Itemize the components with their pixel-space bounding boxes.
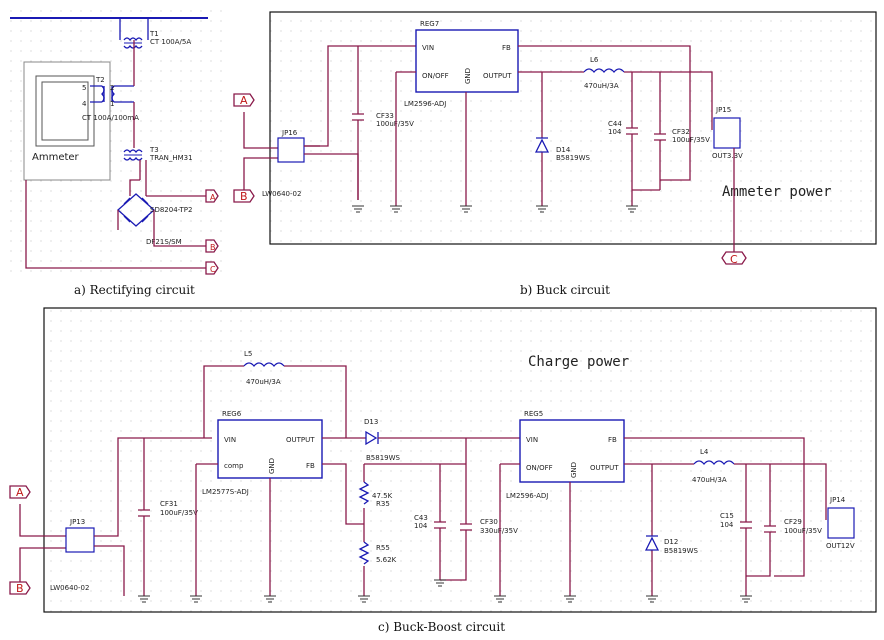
jp16-label: JP16 [281, 129, 298, 137]
l5-label: L5 [244, 350, 252, 358]
ammeter-label: Ammeter [32, 152, 80, 163]
d12-label: D12 [664, 538, 678, 546]
c44-label: C44 [608, 120, 622, 128]
jp14-connector [827, 507, 855, 539]
reg6-output-pin: OUTPUT [286, 436, 315, 444]
panel-a-port-a: A [210, 193, 216, 202]
cf32-value: 100uF/35V [672, 136, 710, 144]
reg5-gnd-pin: GND [570, 462, 578, 478]
c15-value: 104 [720, 521, 734, 529]
r55-value: 5.62K [376, 556, 397, 564]
caption-c: c) Buck-Boost circuit [378, 620, 505, 634]
t1-label: T1 [149, 30, 159, 38]
r35-value: 47.5K [372, 492, 393, 500]
d12-value: B5819WS [664, 547, 699, 555]
reg6-part: LM2577S-ADJ [202, 488, 249, 496]
r35-label: R35 [376, 500, 390, 508]
cf29-value: 100uF/35V [784, 527, 822, 535]
panel-b-port-c: C [730, 253, 738, 266]
jp16-connector [277, 137, 305, 163]
jp13-part: LW0640-02 [50, 584, 89, 592]
c43-label: C43 [414, 514, 428, 522]
l6-value: 470uH/3A [584, 82, 619, 90]
reg5-onoff-pin: ON/OFF [526, 464, 553, 472]
reg7-part: LM2596-ADJ [404, 100, 446, 108]
reg5-fb-pin: FB [608, 436, 617, 444]
d13-value: B5819WS [366, 454, 401, 462]
reg7-onoff-pin: ON/OFF [422, 72, 449, 80]
d14-value: B5819WS [556, 154, 591, 162]
t1-value: CT 100A/5A [150, 38, 191, 46]
reg7-output-pin: OUTPUT [483, 72, 512, 80]
c15-label: C15 [720, 512, 734, 520]
jp14-label: JP14 [829, 496, 846, 504]
panel-c-port-b: B [16, 582, 24, 595]
t2-pin-1: 1 [110, 100, 114, 108]
panel-a-port-b: B [210, 243, 216, 252]
r55-label: R55 [376, 544, 390, 552]
reg7-fb-pin: FB [502, 44, 511, 52]
reg6-gnd-pin: GND [268, 458, 276, 474]
t2-pin-5: 5 [82, 84, 86, 92]
jp13-label: JP13 [69, 518, 85, 526]
t3-value: TRAN_HM31 [149, 154, 193, 162]
d13-label: D13 [364, 418, 378, 426]
c43-value: 104 [414, 522, 428, 530]
bridge-1-label: SD8204-TP2 [150, 206, 192, 214]
cf32-label: CF32 [672, 128, 690, 136]
jp16-part: LW0640-02 [262, 190, 301, 198]
cf31-label: CF31 [160, 500, 178, 508]
t2-value: CT 100A/100mA [82, 114, 139, 122]
jp13-connector [65, 527, 95, 553]
panel-b-port-b: B [240, 190, 248, 203]
t2-pin-2: 2 [110, 84, 114, 92]
panel-b-title: Ammeter power [722, 184, 832, 200]
panel-b-port-a: A [240, 94, 248, 107]
cf33-value: 100uF/35V [376, 120, 414, 128]
t2-pin-4: 4 [82, 100, 87, 108]
reg7-gnd-pin: GND [464, 68, 472, 84]
l5-value: 470uH/3A [246, 378, 281, 386]
reg7-vin-pin: VIN [422, 44, 434, 52]
jp15-value: OUT3.3V [712, 152, 743, 160]
reg6-comp-pin: comp [224, 462, 244, 470]
panel-a-port-c: C [210, 265, 216, 274]
l4-label: L4 [700, 448, 709, 456]
jp14-value: OUT12V [826, 542, 855, 550]
reg7-label: REG7 [420, 20, 439, 28]
reg5-output-pin: OUTPUT [590, 464, 619, 472]
panel-c-title: Charge power [528, 354, 629, 370]
cf30-value: 330uF/35V [480, 527, 518, 535]
panel-a-rectifying-circuit: Ammeter T1 CT 100A/5A T2 CT 100A/100mA 5… [6, 6, 230, 276]
reg6-label: REG6 [222, 410, 242, 418]
cf33-label: CF33 [376, 112, 394, 120]
panel-c-buck-boost-circuit: Charge power A B JP13 LW0640-02 CF31 100… [9, 307, 877, 613]
cf30-label: CF30 [480, 518, 498, 526]
t3-label: T3 [149, 146, 159, 154]
panel-c-port-a: A [16, 486, 24, 499]
panel-b-buck-circuit: Ammeter power A B JP16 LW0640-02 CF33 10… [233, 11, 877, 266]
c44-value: 104 [608, 128, 622, 136]
reg5-vin-pin: VIN [526, 436, 538, 444]
reg5-label: REG5 [524, 410, 543, 418]
jp15-label: JP15 [715, 106, 731, 114]
cf31-value: 100uF/35V [160, 509, 198, 517]
caption-b: b) Buck circuit [520, 283, 610, 297]
cf29-label: CF29 [784, 518, 802, 526]
bridge-2-label: DF21S/SM [146, 238, 182, 246]
reg5-chip [519, 419, 625, 483]
reg7-chip [415, 29, 519, 93]
l4-value: 470uH/3A [692, 476, 727, 484]
t2-label: T2 [95, 76, 105, 84]
reg6-fb-pin: FB [306, 462, 315, 470]
jp15-connector [713, 117, 741, 149]
l6-label: L6 [590, 56, 599, 64]
reg5-part: LM2596-ADJ [506, 492, 548, 500]
d14-label: D14 [556, 146, 571, 154]
reg6-vin-pin: VIN [224, 436, 236, 444]
reg6-chip [217, 419, 323, 479]
caption-a: a) Rectifying circuit [74, 283, 195, 297]
